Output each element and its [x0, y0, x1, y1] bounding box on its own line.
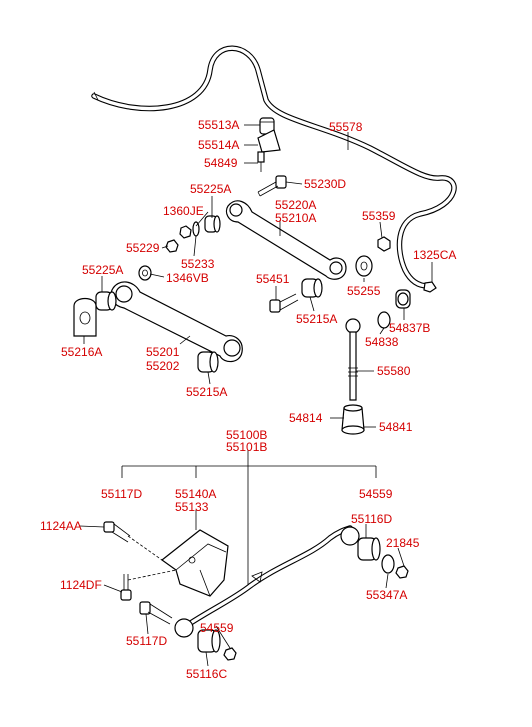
bushing-55225A-left[interactable] [95, 291, 117, 311]
part-label-55117D-lower[interactable]: 55117D [126, 634, 168, 648]
part-label-55578[interactable]: 55578 [329, 120, 363, 134]
part-label-54559-upper[interactable]: 54559 [359, 487, 393, 501]
bracket-bolt[interactable] [257, 151, 265, 172]
stabilizer-link[interactable] [345, 318, 361, 401]
bushing-55215A-mid[interactable] [301, 278, 323, 298]
part-label-21845[interactable]: 21845 [386, 536, 420, 550]
upper-arm-bushing[interactable] [204, 215, 221, 233]
part-label-55215A-mid[interactable]: 55215A [296, 312, 338, 326]
bushing-55116C[interactable] [197, 629, 221, 653]
part-label-55513A[interactable]: 55513A [198, 118, 240, 132]
bracket-dash-lines [127, 535, 177, 581]
stabilizer-bar[interactable] [91, 45, 457, 289]
part-label-1360JE[interactable]: 1360JE [163, 204, 204, 218]
part-label-1124DF[interactable]: 1124DF [60, 578, 102, 592]
bracket-55216A[interactable] [73, 297, 97, 337]
mounting-bracket[interactable] [161, 529, 229, 597]
part-label-55225A-upper[interactable]: 55225A [190, 182, 232, 196]
part-label-54838[interactable]: 54838 [365, 335, 399, 349]
nut-1360JE[interactable] [179, 225, 192, 239]
link-bushing-54837B[interactable] [395, 289, 411, 309]
part-label-55225A-left[interactable]: 55225A [82, 263, 124, 277]
part-label-55451[interactable]: 55451 [256, 272, 290, 286]
part-label-55255[interactable]: 55255 [347, 284, 381, 298]
assembly-bracket-lines [121, 450, 377, 588]
part-label-55133[interactable]: 55133 [175, 500, 209, 514]
nut-54559-low[interactable] [223, 647, 237, 661]
part-label-55347A[interactable]: 55347A [366, 588, 408, 602]
clip-1325CA[interactable] [423, 281, 437, 293]
part-label-55210A[interactable]: 55210A [275, 211, 317, 225]
lower-control-arm[interactable] [110, 281, 243, 363]
washer-1346VB[interactable] [138, 265, 152, 281]
part-label-55233[interactable]: 55233 [181, 257, 215, 271]
bushing-bracket[interactable] [257, 129, 281, 153]
part-label-1325CA[interactable]: 1325CA [413, 248, 457, 262]
part-label-54841[interactable]: 54841 [379, 420, 413, 434]
bolt-1124DF[interactable] [120, 574, 132, 601]
bolt-55451[interactable] [269, 293, 299, 313]
part-label-55514A[interactable]: 55514A [198, 138, 240, 152]
washer-55347A[interactable] [381, 554, 395, 574]
part-label-55140A[interactable]: 55140A [175, 487, 217, 501]
part-label-54559-lower[interactable]: 54559 [200, 621, 234, 635]
part-label-1346VB[interactable]: 1346VB [166, 271, 209, 285]
part-label-55220A[interactable]: 55220A [275, 198, 317, 212]
part-label-55117D-upper[interactable]: 55117D [101, 487, 143, 501]
part-label-55202[interactable]: 55202 [146, 359, 180, 373]
bolt-1124AA[interactable] [103, 521, 131, 543]
part-label-1124AA[interactable]: 1124AA [40, 519, 82, 533]
part-label-55100B[interactable]: 55100B [226, 428, 268, 442]
part-label-55229[interactable]: 55229 [126, 241, 160, 255]
nut-21845[interactable] [395, 565, 409, 579]
part-label-55230D[interactable]: 55230D [304, 177, 347, 191]
part-label-54849[interactable]: 54849 [204, 156, 238, 170]
part-label-55201[interactable]: 55201 [146, 345, 180, 359]
upper-arm-bolt[interactable] [257, 175, 287, 197]
part-label-55580[interactable]: 55580 [377, 364, 411, 378]
part-label-54814[interactable]: 54814 [289, 411, 323, 425]
part-label-55101B[interactable]: 55101B [226, 440, 268, 454]
part-label-55116C[interactable]: 55116C [186, 667, 228, 681]
washer-55255[interactable] [355, 255, 373, 277]
leader-lines [79, 124, 433, 667]
upper-control-arm[interactable] [225, 200, 347, 280]
trailing-arm[interactable] [174, 525, 360, 638]
link-bushing-54841[interactable] [341, 404, 365, 435]
part-label-55359[interactable]: 55359 [362, 209, 396, 223]
nut-55359[interactable] [377, 236, 391, 252]
part-label-55116D[interactable]: 55116D [351, 512, 393, 526]
bolt-55117D-low[interactable] [139, 601, 173, 625]
part-label-55216A[interactable]: 55216A [61, 345, 103, 359]
part-label-54837B[interactable]: 54837B [389, 321, 431, 335]
bushing-55116D[interactable] [357, 537, 381, 561]
part-label-55215A-low[interactable]: 55215A [186, 385, 228, 399]
bushing-55215A-low[interactable] [197, 351, 219, 373]
